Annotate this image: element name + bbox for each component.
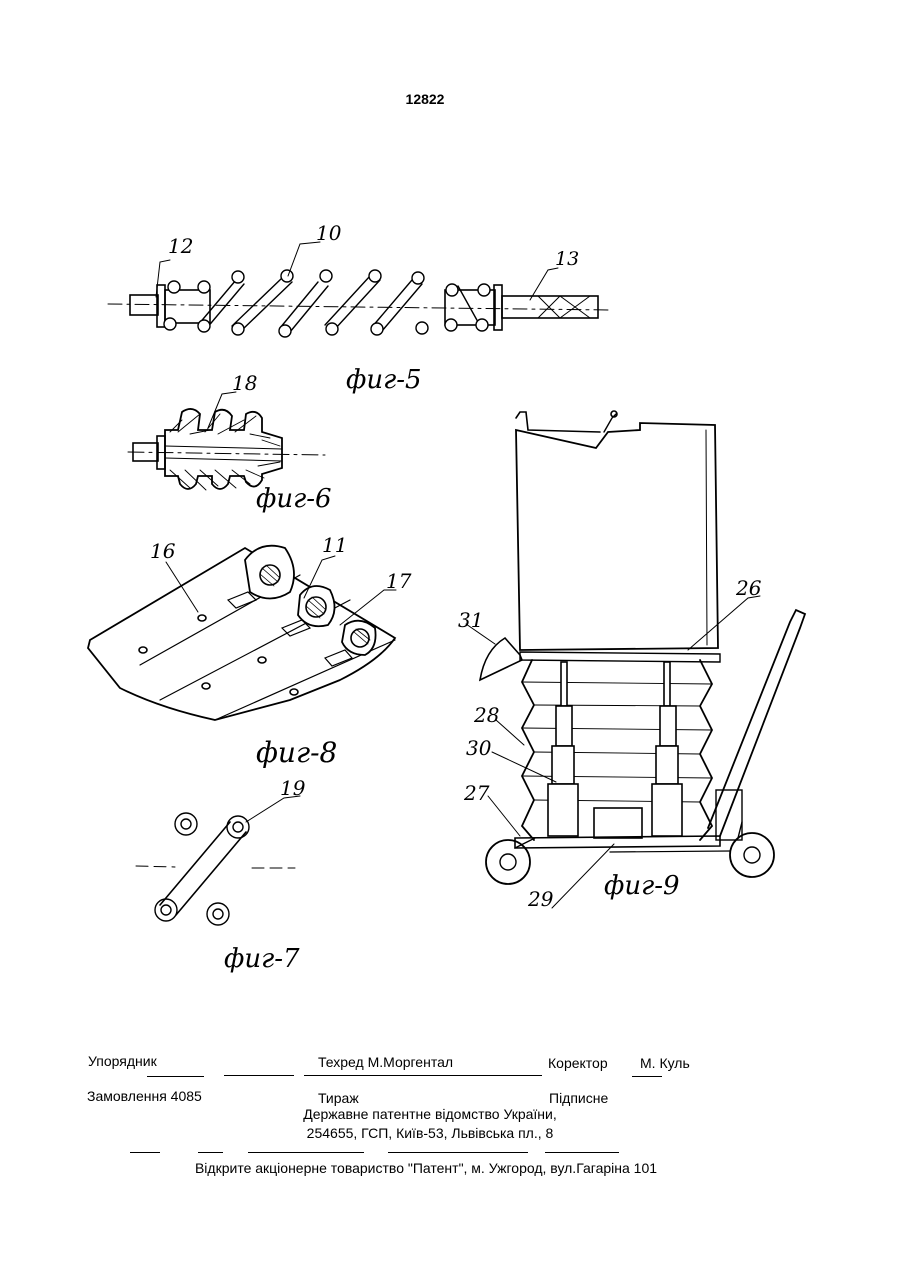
separator-line [388, 1152, 528, 1153]
signature-line [224, 1075, 294, 1076]
label-12: 12 [168, 234, 193, 258]
separator-line [545, 1152, 619, 1153]
signature-line [304, 1075, 542, 1076]
circulation-label: Тираж [318, 1090, 359, 1106]
separator-line [130, 1152, 160, 1153]
figure-8-caption: фиг-8 [256, 736, 337, 769]
label-29: 29 [527, 887, 554, 911]
signature-line [147, 1076, 204, 1077]
label-26: 26 [735, 576, 762, 600]
patent-drawings: 12 10 13 фиг-5 18 фиг-6 [0, 0, 901, 1000]
printer-info: Відкрите акціонерне товариство "Патент",… [0, 1160, 852, 1176]
subscription-label: Підписне [549, 1090, 608, 1106]
separator-line [248, 1152, 364, 1153]
figure-7-spring-turn: 19 фиг-7 [136, 776, 306, 974]
label-30: 30 [466, 736, 492, 760]
label-31: 31 [458, 608, 483, 632]
figure-6-caption: фиг-6 [256, 484, 332, 514]
label-18: 18 [232, 371, 257, 395]
label-13: 13 [555, 248, 579, 270]
separator-line [198, 1152, 223, 1153]
techred-label: Техред М.Моргентал [318, 1054, 453, 1070]
label-11: 11 [322, 533, 347, 557]
label-16: 16 [150, 539, 176, 563]
figure-7-caption: фиг-7 [224, 944, 300, 974]
label-10: 10 [316, 221, 342, 245]
patent-office-name: Державне патентне відомство України, [0, 1106, 860, 1122]
patent-office-address: 254655, ГСП, Київ-53, Львівська пл., 8 [0, 1125, 860, 1141]
figure-5-spring-assembly: 12 10 13 фиг-5 [108, 221, 610, 395]
corrector-label: Коректор [548, 1055, 608, 1071]
corrector-name: М. Куль [640, 1055, 690, 1071]
signature-line [632, 1076, 662, 1077]
figure-5-caption: фиг-5 [346, 365, 422, 395]
compiler-label: Упорядник [88, 1053, 157, 1069]
figure-9-caption: фиг-9 [604, 871, 680, 901]
label-28: 28 [473, 703, 499, 727]
figure-8-plate-with-lugs: 16 11 17 фиг-8 [88, 533, 412, 769]
figure-6-profiled-sleeve: 18 фиг-6 [128, 371, 332, 514]
label-27: 27 [463, 781, 490, 805]
label-19: 19 [280, 776, 306, 800]
order-number: Замовлення 4085 [87, 1088, 202, 1104]
figure-9-trolley-device: 26 31 28 30 27 29 фиг-9 [458, 411, 805, 911]
label-17: 17 [386, 569, 412, 593]
